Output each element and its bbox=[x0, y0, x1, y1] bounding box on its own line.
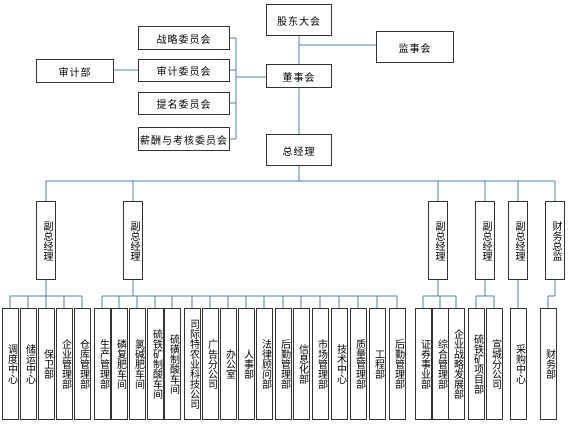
department-box-23-label: 证券事业部 bbox=[418, 339, 430, 389]
department-box-23: 证券事业部 bbox=[415, 308, 432, 420]
executive-box-5: 副总经理 bbox=[508, 201, 528, 280]
committee-nomination-box-label: 提名委员会 bbox=[156, 100, 212, 111]
department-box-26: 硫铁矿项目部 bbox=[468, 308, 485, 420]
department-box-28-label: 采购中心 bbox=[513, 344, 525, 384]
general-manager-box-label: 总经理 bbox=[282, 146, 316, 158]
department-box-15: 法律顾问部 bbox=[256, 308, 273, 420]
department-box-28: 采购中心 bbox=[510, 308, 527, 420]
department-box-2-label: 储运中心 bbox=[23, 344, 35, 384]
department-box-21: 工程部 bbox=[369, 308, 386, 420]
executive-box-6: 财务总监 bbox=[545, 201, 565, 280]
committee-compensation-box-label: 薪酬与考核委员会 bbox=[140, 135, 228, 147]
department-box-27: 宣城分公司 bbox=[486, 308, 503, 420]
department-box-9: 硫铁矿制酸车间 bbox=[147, 308, 164, 420]
department-box-6-label: 生产管理部 bbox=[97, 339, 109, 389]
supervisory-board-box-label: 监事会 bbox=[398, 43, 432, 55]
committee-audit-box: 审计委员会 bbox=[138, 59, 230, 82]
committee-audit-box-label: 审计委员会 bbox=[156, 67, 212, 78]
executive-box-3: 副总经理 bbox=[428, 201, 448, 280]
department-box-4: 企业管理部 bbox=[56, 308, 73, 420]
supervisory-board-box: 监事会 bbox=[376, 31, 454, 63]
department-box-14-label: 人事部 bbox=[241, 349, 253, 379]
executive-box-5-label: 副总经理 bbox=[513, 220, 524, 261]
department-box-8: 氯碱肥车间 bbox=[129, 308, 146, 420]
department-box-1-label: 调度中心 bbox=[5, 344, 17, 384]
department-box-29: 财务部 bbox=[540, 308, 557, 420]
department-box-11-label: 司际特农业科技公司 bbox=[187, 319, 199, 409]
department-box-20: 质量管理部 bbox=[350, 308, 367, 420]
department-box-13-label: 办公室 bbox=[223, 349, 235, 379]
department-box-3: 保卫部 bbox=[38, 308, 55, 420]
department-box-18-label: 市场管理部 bbox=[315, 339, 327, 389]
department-box-24-label: 综合管理部 bbox=[435, 339, 447, 389]
department-box-3-label: 保卫部 bbox=[41, 349, 53, 379]
department-box-25: 企业战略发展部 bbox=[448, 308, 465, 420]
committee-nomination-box: 提名委员会 bbox=[138, 92, 230, 115]
department-box-14: 人事部 bbox=[238, 308, 255, 420]
department-box-20-label: 质量管理部 bbox=[353, 339, 365, 389]
department-box-18: 市场管理部 bbox=[312, 308, 329, 420]
department-box-27-label: 宣城分公司 bbox=[489, 339, 501, 389]
shareholders-meeting-box: 股东大会 bbox=[266, 4, 332, 36]
department-box-22-label: 后勤管理部 bbox=[392, 339, 404, 389]
executive-box-6-label: 财务总监 bbox=[550, 220, 561, 261]
department-box-25-label: 企业战略发展部 bbox=[451, 329, 463, 399]
audit-department-box-label: 审计部 bbox=[58, 67, 92, 79]
committee-compensation-box: 薪酬与考核委员会 bbox=[138, 127, 230, 151]
department-box-4-label: 企业管理部 bbox=[59, 339, 71, 389]
department-box-16-label: 后勤管理部 bbox=[278, 339, 290, 389]
executive-box-1: 副总经理 bbox=[36, 201, 56, 280]
shareholders-meeting-box-label: 股东大会 bbox=[277, 16, 321, 28]
executive-box-4: 副总经理 bbox=[475, 201, 495, 280]
department-box-13: 办公室 bbox=[220, 308, 237, 420]
department-box-6: 生产管理部 bbox=[94, 308, 111, 420]
department-box-5-label: 仓库管理部 bbox=[77, 339, 89, 389]
department-box-12-label: 广告分公司 bbox=[205, 339, 217, 389]
department-box-7-label: 磷复肥车间 bbox=[114, 339, 126, 389]
department-box-22: 后勤管理部 bbox=[389, 308, 406, 420]
department-box-8-label: 氯碱肥车间 bbox=[132, 339, 144, 389]
committee-strategy-box: 战略委员会 bbox=[138, 26, 230, 50]
department-box-12: 广告分公司 bbox=[202, 308, 219, 420]
executive-box-1-label: 副总经理 bbox=[41, 220, 52, 261]
department-box-10: 硫磺制酸车间 bbox=[164, 308, 181, 420]
department-box-5: 仓库管理部 bbox=[74, 308, 91, 420]
department-box-11: 司际特农业科技公司 bbox=[184, 308, 201, 420]
audit-department-box: 审计部 bbox=[36, 59, 114, 83]
department-box-10-label: 硫磺制酸车间 bbox=[167, 334, 179, 394]
department-box-21-label: 工程部 bbox=[372, 349, 384, 379]
executive-box-3-label: 副总经理 bbox=[433, 220, 444, 261]
executive-box-2-label: 副总经理 bbox=[128, 220, 139, 261]
committee-strategy-box-label: 战略委员会 bbox=[156, 34, 212, 46]
department-box-1: 调度中心 bbox=[2, 308, 19, 420]
department-box-15-label: 法律顾问部 bbox=[259, 339, 271, 389]
department-box-24: 综合管理部 bbox=[432, 308, 449, 420]
board-of-directors-box: 董事会 bbox=[266, 64, 332, 88]
department-box-17: 信息化部 bbox=[293, 308, 310, 420]
department-box-7: 磷复肥车间 bbox=[111, 308, 128, 420]
department-box-16: 后勤管理部 bbox=[275, 308, 292, 420]
department-box-19: 技术中心 bbox=[331, 308, 348, 420]
executive-box-4-label: 副总经理 bbox=[480, 220, 491, 261]
general-manager-box: 总经理 bbox=[266, 134, 332, 166]
department-box-19-label: 技术中心 bbox=[334, 344, 346, 384]
department-box-26-label: 硫铁矿项目部 bbox=[471, 334, 483, 394]
department-box-9-label: 硫铁矿制酸车间 bbox=[150, 329, 162, 399]
executive-box-2: 副总经理 bbox=[123, 201, 143, 280]
department-box-29-label: 财务部 bbox=[543, 349, 555, 379]
department-box-17-label: 信息化部 bbox=[296, 344, 308, 384]
board-of-directors-box-label: 董事会 bbox=[282, 72, 316, 84]
department-box-2: 储运中心 bbox=[20, 308, 37, 420]
